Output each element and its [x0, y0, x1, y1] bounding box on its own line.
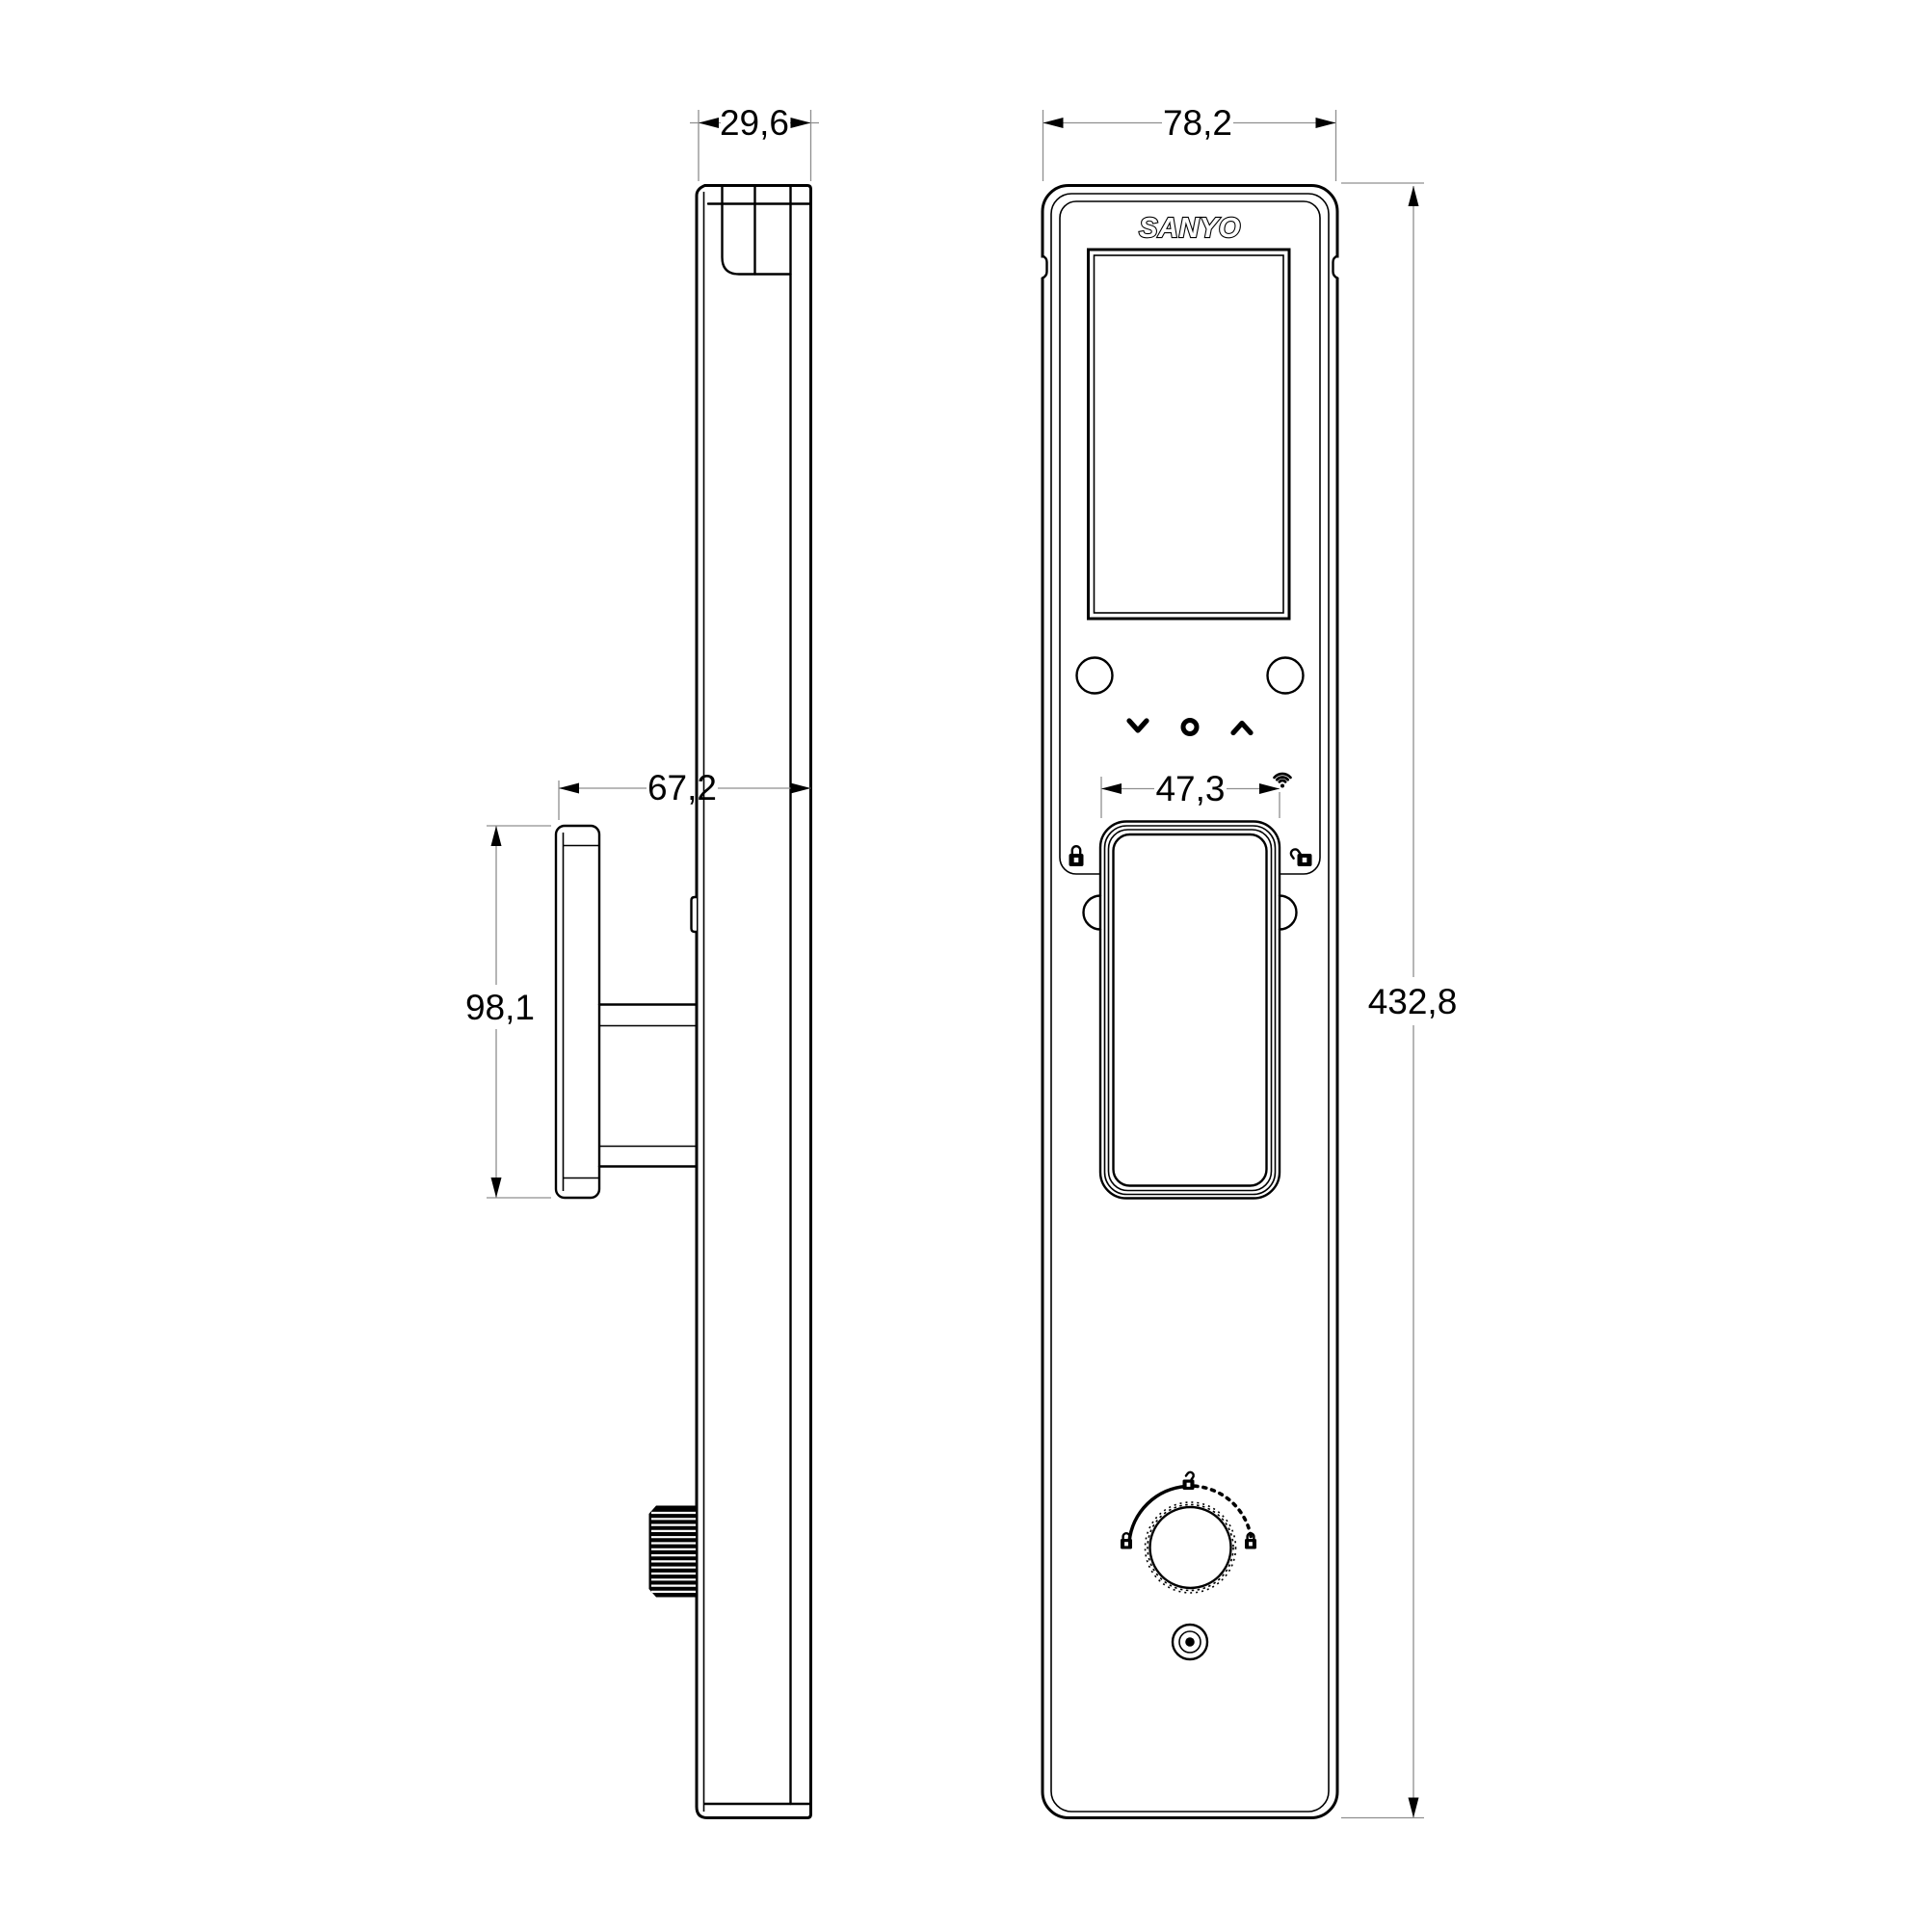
- wifi-icon: [1273, 772, 1292, 788]
- front-inner-outline: [1050, 193, 1330, 1813]
- chevron-up-icon[interactable]: [1230, 720, 1254, 736]
- padlock-locked-icon: [1069, 845, 1084, 866]
- finger-notch-left: [1082, 894, 1102, 931]
- edge-step-eraser-right: [1333, 257, 1340, 278]
- side-latch-bump: [690, 895, 699, 934]
- dim-body-depth: 29,6: [690, 103, 819, 181]
- edge-step-eraser-left: [1040, 257, 1046, 278]
- sensor-button-left[interactable]: [1075, 656, 1114, 695]
- dimensions: 29,6 78,2 67,2 98,1: [465, 103, 1458, 1819]
- dim-front-width: 78,2: [1042, 103, 1337, 181]
- svg-text:78,2: 78,2: [1163, 103, 1232, 143]
- svg-text:47,3: 47,3: [1155, 769, 1225, 808]
- dim-handle-plate-height: 98,1: [465, 825, 551, 1199]
- screen: [1093, 254, 1284, 614]
- brand-logo: SANYO: [1139, 213, 1241, 244]
- knob-lock-open-icon: [1182, 1470, 1195, 1490]
- side-view: [554, 184, 812, 1819]
- chevron-down-icon[interactable]: [1126, 718, 1149, 733]
- side-body-outline: [695, 184, 812, 1819]
- rotary-knob[interactable]: [1144, 1501, 1237, 1594]
- screen-bezel: [1087, 248, 1291, 621]
- edge-step-right: [1332, 254, 1339, 279]
- dim-cover-width: 47,3: [1100, 769, 1280, 818]
- svg-text:98,1: 98,1: [465, 988, 535, 1027]
- svg-text:67,2: 67,2: [647, 768, 717, 807]
- handle-plate: [554, 824, 601, 1200]
- knob-lock-closed-icon: [1121, 1532, 1132, 1549]
- cover-panel[interactable]: [1098, 820, 1281, 1200]
- finger-notch-right: [1278, 894, 1298, 931]
- keyhole: [1171, 1623, 1209, 1661]
- thumbturn-knob: [648, 1505, 697, 1598]
- knob-lock-closed-icon-right: [1245, 1532, 1256, 1549]
- front-view: SANYO: [1040, 184, 1340, 1819]
- sensor-button-right[interactable]: [1266, 656, 1305, 695]
- dot-icon[interactable]: [1180, 718, 1200, 736]
- padlock-unlocked-icon: [1289, 848, 1312, 866]
- dim-total-height: 432,8: [1341, 182, 1458, 1819]
- dim-handle-depth: 67,2: [558, 768, 811, 820]
- svg-text:29,6: 29,6: [720, 103, 789, 143]
- svg-text:432,8: 432,8: [1368, 982, 1458, 1021]
- knob-rotation-arc: [1127, 1484, 1254, 1544]
- side-top-inner-corner: [721, 184, 792, 276]
- edge-step-left: [1041, 254, 1048, 279]
